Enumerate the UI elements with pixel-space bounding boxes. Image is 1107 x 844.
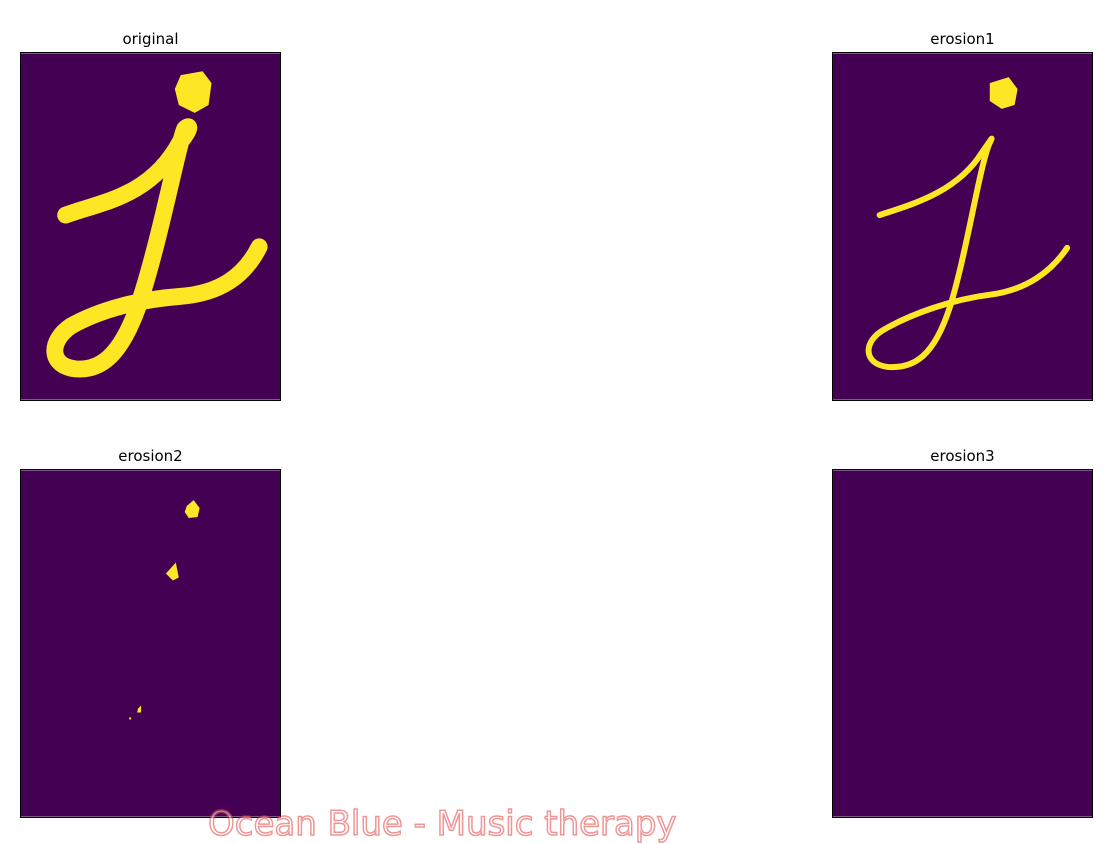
panel-title: erosion3 xyxy=(930,447,995,465)
image-erosion1 xyxy=(832,52,1093,401)
eroded-fragments xyxy=(21,470,280,817)
panel-erosion2: erosion2 xyxy=(20,447,281,819)
watermark-text: Ocean Blue - Music therapy xyxy=(207,803,677,844)
image-original xyxy=(20,52,281,401)
panel-title: erosion2 xyxy=(118,447,183,465)
panel-title: erosion1 xyxy=(930,30,995,48)
panel-erosion1: erosion1 xyxy=(832,30,1093,402)
panel-original: original xyxy=(20,30,281,402)
letter-j-original xyxy=(21,53,280,400)
empty-image xyxy=(833,470,1092,817)
letter-j-erosion1 xyxy=(833,53,1092,400)
image-erosion2 xyxy=(20,469,281,818)
panel-title: original xyxy=(122,30,179,48)
panel-erosion3: erosion3 xyxy=(832,447,1093,819)
image-erosion3 xyxy=(832,469,1093,818)
